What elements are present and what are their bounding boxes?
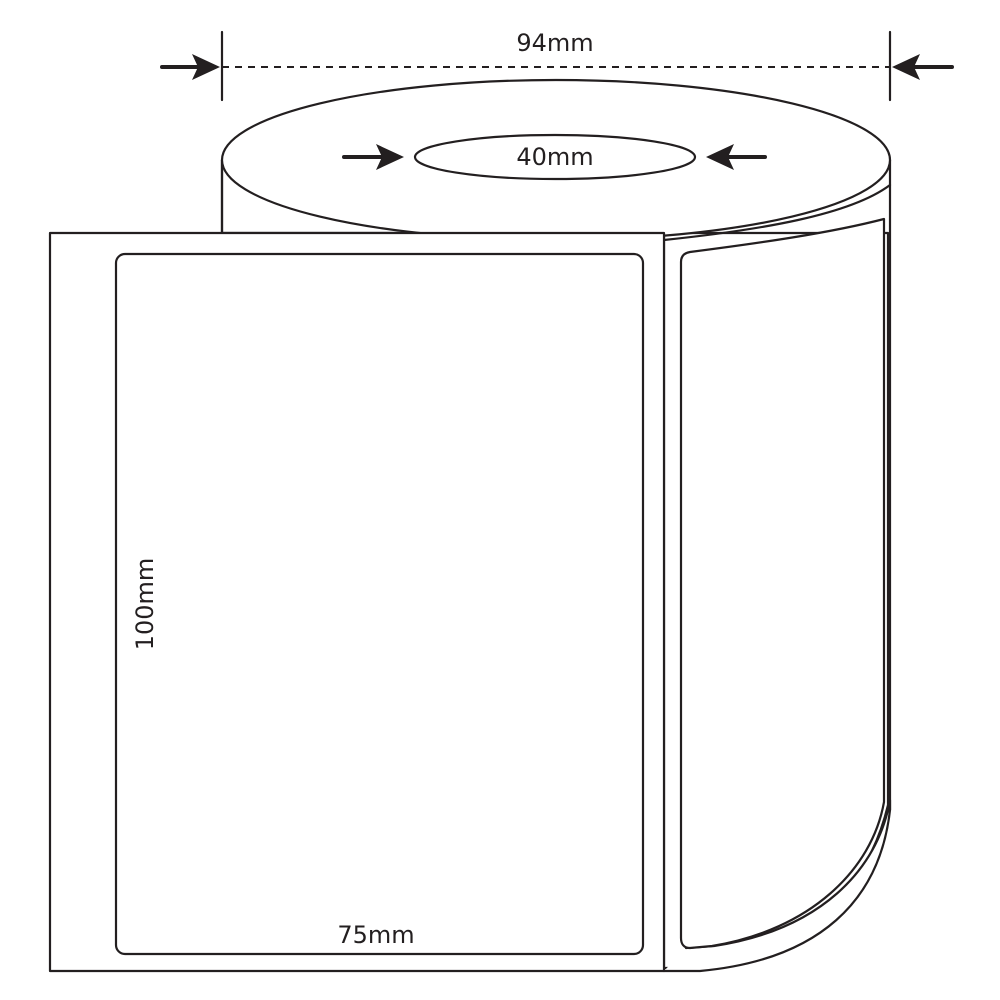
width-arrow-right-icon	[892, 54, 954, 80]
next-label	[679, 217, 886, 950]
roll-width-label: 94mm	[516, 29, 593, 57]
label-height-label: 100mm	[131, 558, 159, 651]
width-arrow-left-icon	[160, 54, 220, 80]
core-arrow-left-icon	[342, 144, 404, 170]
front-label	[114, 252, 645, 956]
roll-paper-curl	[662, 183, 892, 242]
core-arrow-right-icon	[706, 144, 767, 170]
liner-bottom-curl	[662, 798, 892, 973]
core-ellipse	[413, 133, 697, 181]
core-diameter-label: 40mm	[516, 143, 593, 171]
label-width-label: 75mm	[337, 921, 414, 949]
